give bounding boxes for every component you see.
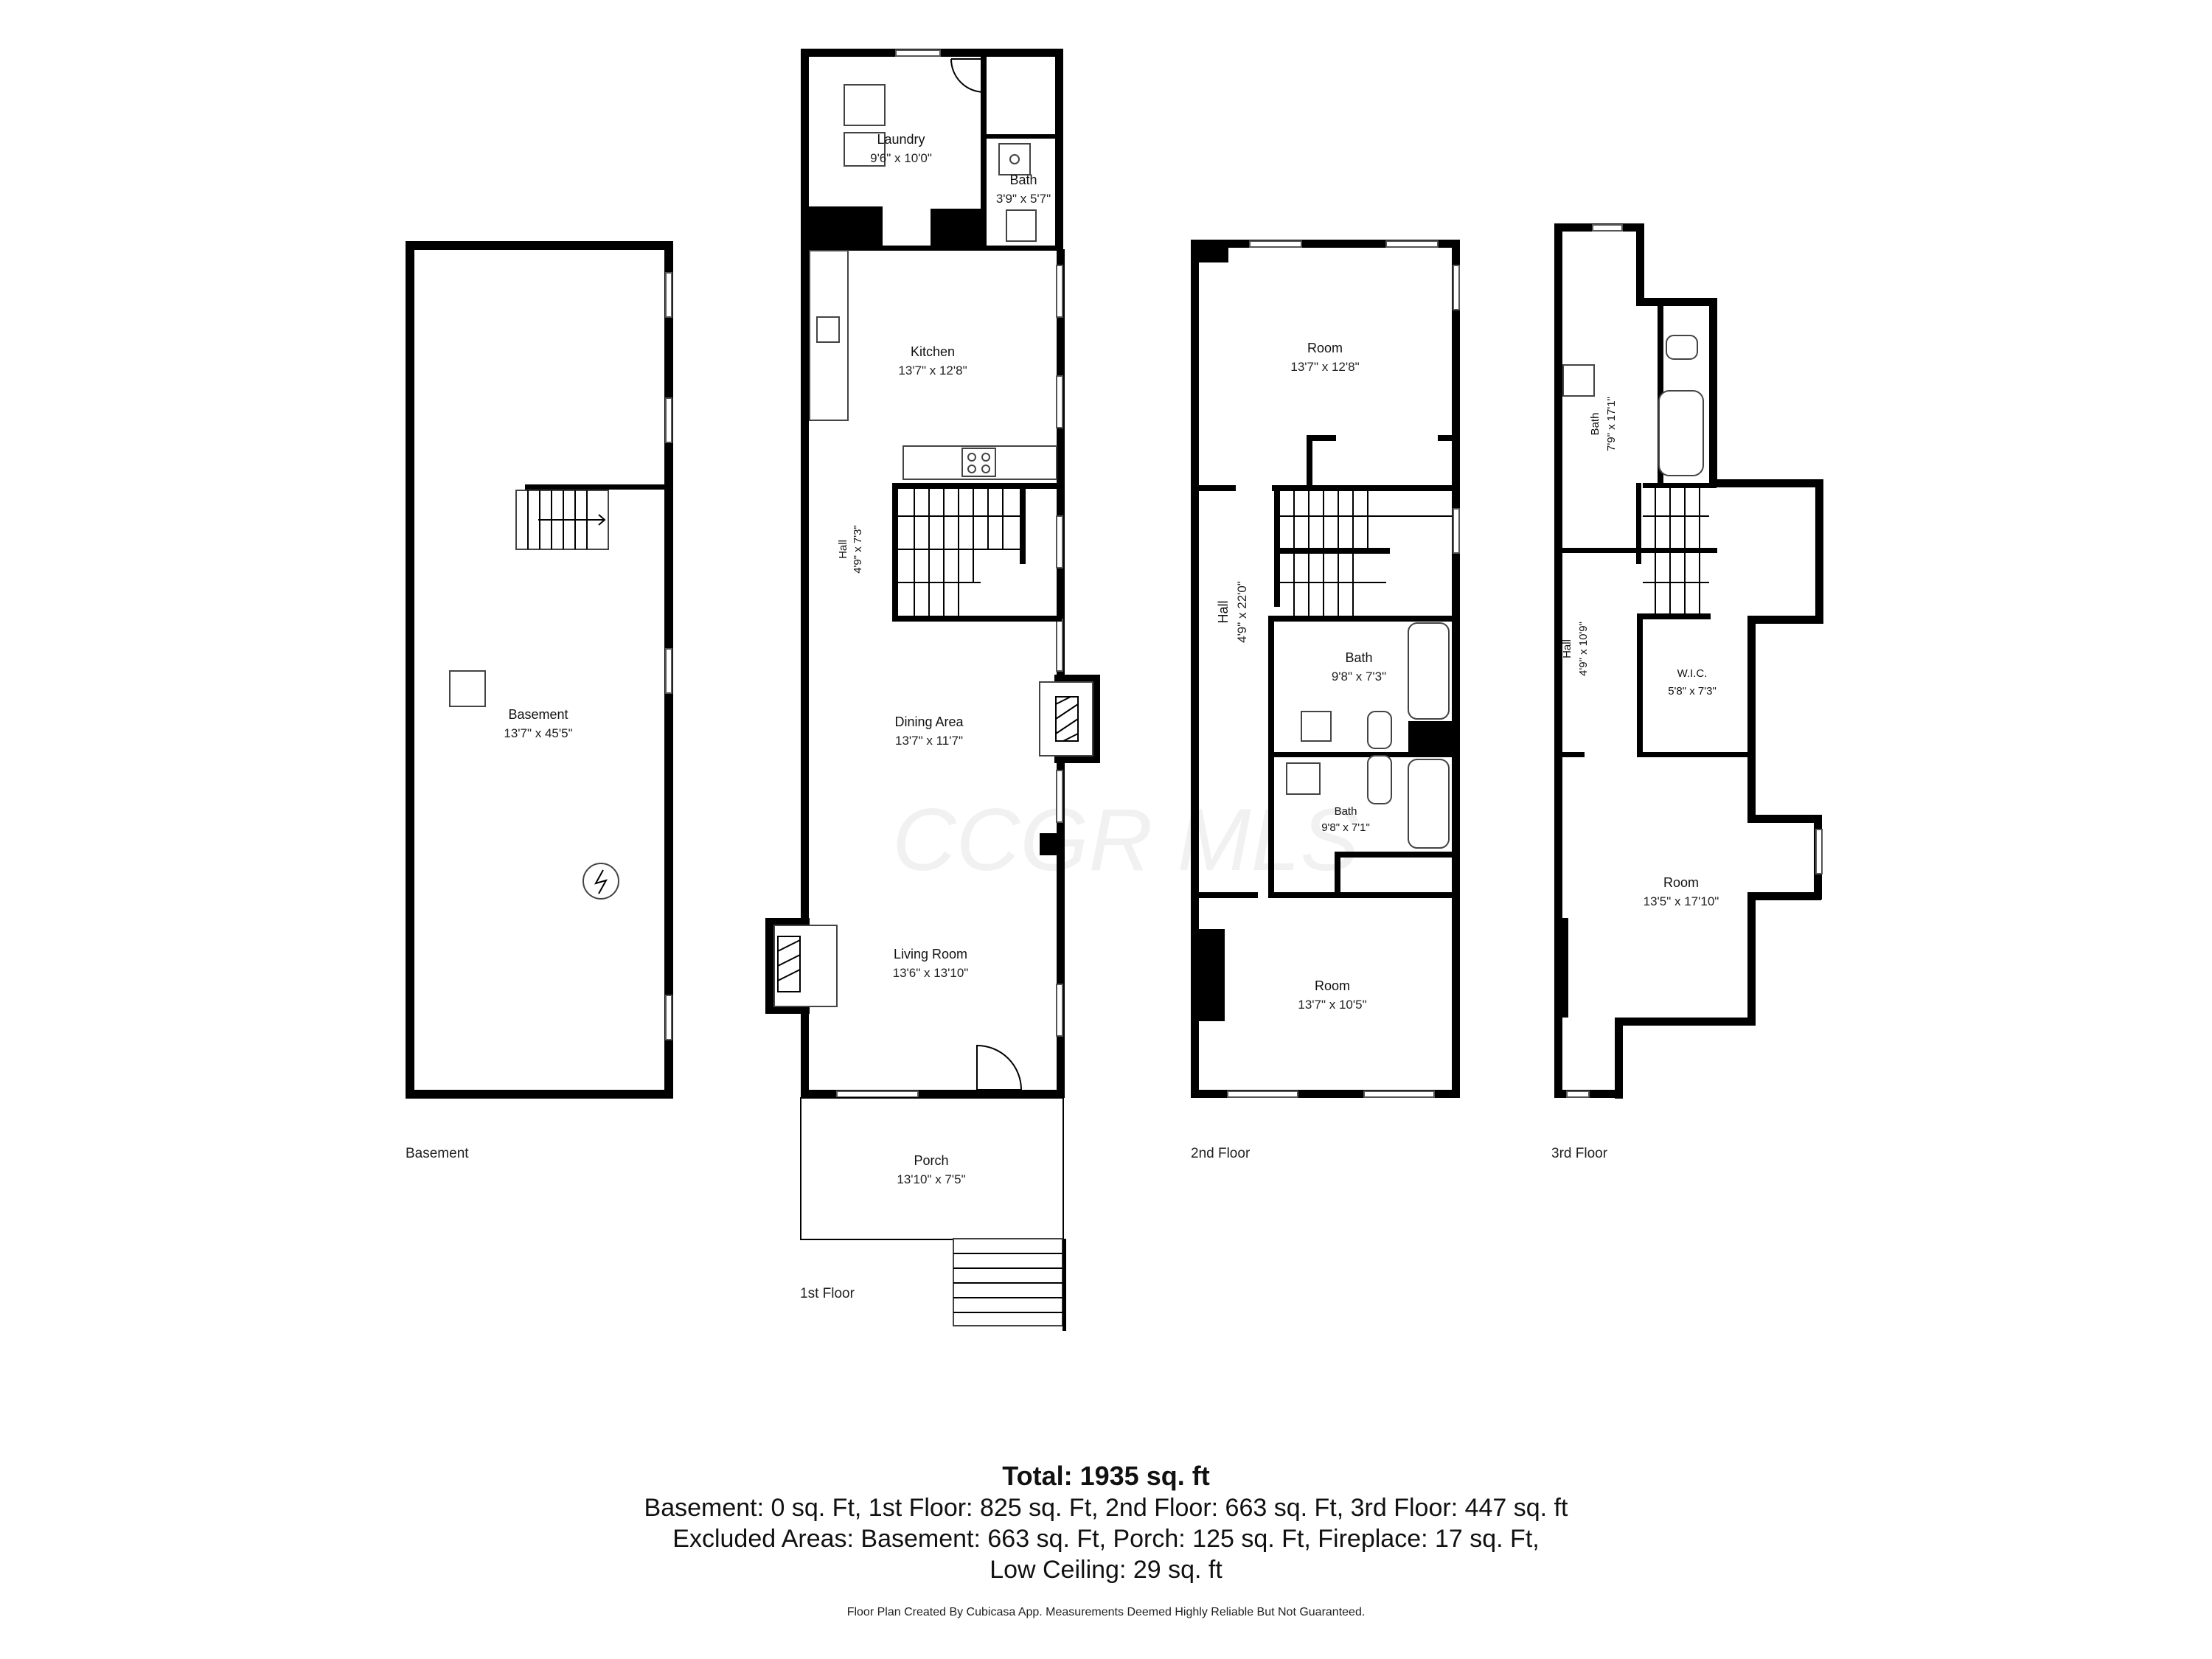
room-name-porch: Porch	[914, 1153, 948, 1168]
room-dims-second-room-lower: 13'7" x 10'5"	[1298, 998, 1366, 1012]
room-name-kitchen: Kitchen	[911, 344, 955, 359]
floor-label-basement: Basement	[406, 1146, 469, 1161]
basement-stairs	[515, 490, 609, 550]
floor-label-third: 3rd Floor	[1551, 1146, 1608, 1161]
low-ceiling-area: Low Ceiling: 29 sq. ft	[990, 1556, 1222, 1584]
watermark: CCGR MLS	[892, 790, 1359, 889]
excluded-areas: Excluded Areas: Basement: 663 sq. Ft, Po…	[672, 1525, 1540, 1553]
basement-plan: Basement 13'7" x 45'5" Basement	[406, 241, 673, 1161]
room-dims-laundry: 9'6" x 10'0"	[870, 151, 932, 165]
floor-areas: Basement: 0 sq. Ft, 1st Floor: 825 sq. F…	[644, 1494, 1568, 1522]
porch-steps	[953, 1238, 1066, 1331]
room-dims-third-bath: 7'9" x 17'1"	[1605, 397, 1618, 451]
room-name-third-room: Room	[1663, 875, 1699, 890]
room-name-second-bath-2: Bath	[1335, 805, 1357, 818]
room-dims-third-room: 13'5" x 17'10"	[1644, 894, 1719, 908]
room-name-second-room-upper: Room	[1307, 341, 1343, 355]
area-summary: Total: 1935 sq. ft Basement: 0 sq. Ft, 1…	[0, 1460, 2212, 1621]
room-name-second-room-lower: Room	[1315, 978, 1350, 993]
room-name-third-hall: Hall	[1561, 639, 1573, 658]
room-dims-second-bath-1: 9'8" x 7'3"	[1332, 669, 1386, 684]
first-floor-plan: Laundry 9'6" x 10'0" Bath 3'9" x 5'7" Ki…	[765, 49, 1100, 1331]
room-dims-first-bath: 3'9" x 5'7"	[996, 192, 1051, 206]
first-floor-stairs	[898, 489, 1020, 616]
room-name-second-hall: Hall	[1216, 600, 1231, 623]
total-area: Total: 1935 sq. ft	[1002, 1461, 1210, 1491]
room-name-living-room: Living Room	[894, 947, 967, 961]
room-dims-third-hall: 4'9" x 10'9"	[1577, 622, 1590, 676]
floor-label-first: 1st Floor	[800, 1286, 855, 1301]
room-dims-first-hall: 4'9" x 7'3"	[852, 525, 864, 574]
room-name-wic: W.I.C.	[1677, 667, 1708, 680]
floor-label-second: 2nd Floor	[1191, 1146, 1251, 1161]
third-floor-plan: Bath 7'9" x 17'1" Hall 4'9" x 10'9" W.I.…	[1551, 223, 1823, 1161]
disclaimer: Floor Plan Created By Cubicasa App. Meas…	[846, 1606, 1366, 1618]
second-floor-stairs	[1280, 491, 1453, 616]
basement-room-dims: 13'7" x 45'5"	[504, 726, 572, 740]
room-name-third-bath: Bath	[1589, 413, 1601, 436]
room-dims-dining-area: 13'7" x 11'7"	[895, 734, 963, 748]
room-name-laundry: Laundry	[877, 132, 925, 147]
third-floor-stairs	[1643, 488, 1709, 613]
second-floor-plan: Room 13'7" x 12'8" Hall 4'9" x 22'0" Bat…	[1191, 240, 1460, 1161]
room-dims-second-bath-2: 9'8" x 7'1"	[1321, 821, 1370, 834]
room-name-second-bath-1: Bath	[1345, 650, 1372, 665]
room-name-first-bath: Bath	[1009, 173, 1037, 187]
room-dims-second-room-upper: 13'7" x 12'8"	[1290, 360, 1359, 374]
room-name-dining-area: Dining Area	[894, 714, 964, 729]
water-heater-icon	[582, 863, 619, 900]
room-name-first-hall: Hall	[837, 540, 849, 559]
basement-chimney	[449, 670, 486, 707]
room-dims-living-room: 13'6" x 13'10"	[893, 966, 969, 980]
room-dims-wic: 5'8" x 7'3"	[1668, 685, 1717, 698]
room-dims-porch: 13'10" x 7'5"	[897, 1172, 965, 1186]
room-dims-kitchen: 13'7" x 12'8"	[898, 364, 967, 378]
room-dims-second-hall: 4'9" x 22'0"	[1235, 581, 1249, 643]
basement-room-name: Basement	[508, 707, 568, 722]
